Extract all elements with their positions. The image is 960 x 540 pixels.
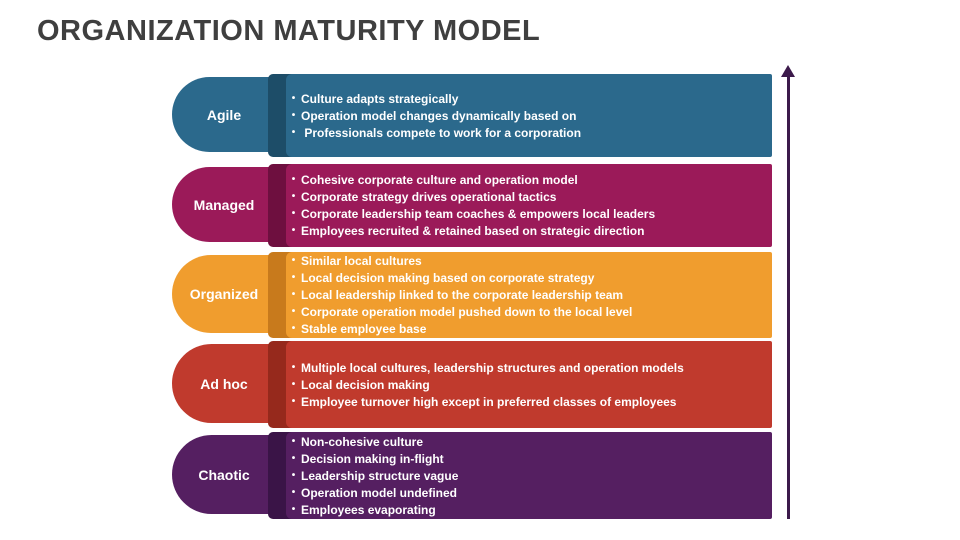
bullet-text: Decision making in-flight <box>301 451 444 466</box>
level-pill: Managed <box>172 167 276 242</box>
level-label: Ad hoc <box>200 375 248 392</box>
maturity-level-organized: Organized • Similar local cultures • Local … <box>0 252 960 338</box>
bullet-item: • Culture adapts strategically <box>288 91 768 107</box>
bullet-item: • Leadership structure vague <box>288 468 768 484</box>
bullet-text: Employee turnover high except in preferr… <box>301 394 677 409</box>
bullet-icon: • <box>291 92 296 104</box>
bullet-item: • Operation model changes dynamically bas… <box>288 108 768 124</box>
level-bullet-list: • Cohesive corporate culture and operatio… <box>286 164 772 247</box>
bullet-item: • Similar local cultures <box>288 253 768 269</box>
bullet-icon: • <box>291 378 296 390</box>
bullet-icon: • <box>291 126 296 138</box>
bullet-item: • Operation model undefined <box>288 485 768 501</box>
bullet-text: Non-cohesive culture <box>301 434 424 449</box>
arrow-up-icon <box>781 65 795 77</box>
bullet-item: • Employees evaporating <box>288 502 768 518</box>
bullet-item: • Local decision making <box>288 377 768 393</box>
maturity-direction-arrow <box>781 65 795 519</box>
bullet-item: • Corporate strategy drives operational t… <box>288 189 768 205</box>
level-pill: Agile <box>172 77 276 152</box>
bullet-text: Employees recruited & retained based on … <box>301 224 645 238</box>
bullet-text: Local decision making <box>301 377 430 392</box>
bullet-item: • Local leadership linked to the corporat… <box>288 287 768 303</box>
bullet-text: Culture adapts strategically <box>301 91 459 106</box>
bullet-item: • Decision making in-flight <box>288 451 768 467</box>
bullet-item: • Non-cohesive culture <box>288 434 768 450</box>
level-label: Organized <box>189 286 259 302</box>
bullet-icon: • <box>291 435 296 447</box>
bullet-item: • Local decision making based on corporat… <box>288 270 768 286</box>
bullet-text: Operation model changes dynamically base… <box>301 108 577 123</box>
slide-title: ORGANIZATION MATURITY MODEL <box>37 15 541 47</box>
bullet-text: Corporate operation model pushed down to… <box>301 305 633 319</box>
level-bullet-list: • Multiple local cultures, leadership str… <box>286 341 772 428</box>
bullet-text: Local decision making based on corporate… <box>301 271 595 285</box>
level-bar: • Culture adapts strategically • Operation … <box>286 74 772 157</box>
bullet-icon: • <box>291 109 296 121</box>
bullet-icon: • <box>291 191 296 202</box>
level-pill: Organized <box>172 255 276 333</box>
maturity-level-ad-hoc: Ad hoc • Multiple local cultures, leaders… <box>0 341 960 428</box>
level-bullet-list: • Similar local cultures • Local decision m… <box>286 252 772 338</box>
bullet-icon: • <box>291 323 296 334</box>
level-pill: Ad hoc <box>172 344 276 423</box>
bullet-icon: • <box>291 174 296 185</box>
bullet-icon: • <box>291 395 296 407</box>
bullet-text: Leadership structure vague <box>301 468 459 483</box>
maturity-level-managed: Managed • Cohesive corporate culture and … <box>0 164 960 247</box>
bullet-text: Multiple local cultures, leadership stru… <box>301 360 684 375</box>
maturity-level-agile: Agile • Culture adapts strategically • Oper… <box>0 74 960 157</box>
level-bullet-list: • Non-cohesive culture • Decision making in… <box>286 432 772 519</box>
level-bar: • Cohesive corporate culture and operatio… <box>286 164 772 247</box>
bullet-icon: • <box>291 452 296 464</box>
bullet-icon: • <box>291 289 296 300</box>
arrow-line <box>786 77 790 519</box>
level-bullet-list: • Culture adapts strategically • Operation … <box>286 74 772 157</box>
bullet-item: • Corporate leadership team coaches & emp… <box>288 206 768 222</box>
bullet-icon: • <box>291 255 296 266</box>
bullet-text: Employees evaporating <box>301 502 436 517</box>
level-label: Chaotic <box>198 466 250 483</box>
bullet-text: Stable employee base <box>301 322 427 336</box>
bullet-icon: • <box>291 361 296 373</box>
bullet-item: • Multiple local cultures, leadership str… <box>288 360 768 376</box>
maturity-level-chaotic: Chaotic • Non-cohesive culture • Decision m… <box>0 432 960 519</box>
bullet-item: • Corporate operation model pushed down t… <box>288 304 768 320</box>
level-pill: Chaotic <box>172 435 276 514</box>
bullet-text: Corporate strategy drives operational ta… <box>301 190 557 204</box>
level-label: Managed <box>193 196 255 213</box>
bullet-text: Operation model undefined <box>301 485 458 500</box>
bullet-item: • Cohesive corporate culture and operatio… <box>288 172 768 188</box>
bullet-icon: • <box>291 272 296 283</box>
bullet-icon: • <box>291 486 296 498</box>
bullet-icon: • <box>291 503 296 515</box>
bullet-icon: • <box>291 306 296 317</box>
bullet-icon: • <box>291 225 296 236</box>
bullet-text: Professionals compete to work for a corp… <box>301 125 582 140</box>
bullet-icon: • <box>291 208 296 219</box>
bullet-item: • Stable employee base <box>288 321 768 337</box>
bullet-text: Similar local cultures <box>301 254 422 268</box>
bullet-item: • Employees recruited & retained based on… <box>288 223 768 239</box>
bullet-text: Local leadership linked to the corporate… <box>301 288 624 302</box>
level-bar: • Multiple local cultures, leadership str… <box>286 341 772 428</box>
bullet-text: Corporate leadership team coaches & empo… <box>301 207 656 221</box>
bullet-text: Cohesive corporate culture and operation… <box>301 173 578 187</box>
bullet-icon: • <box>291 469 296 481</box>
level-label: Agile <box>206 106 242 123</box>
level-bar: • Similar local cultures • Local decision m… <box>286 252 772 338</box>
bullet-item: • Professionals compete to work for a co… <box>288 125 768 141</box>
bullet-item: • Employee turnover high except in prefer… <box>288 394 768 410</box>
level-bar: • Non-cohesive culture • Decision making in… <box>286 432 772 519</box>
